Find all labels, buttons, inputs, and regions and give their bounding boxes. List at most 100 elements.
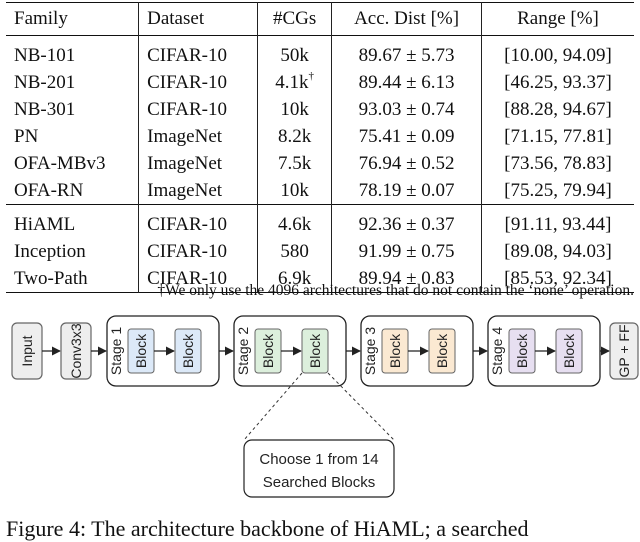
header-range: Range [%] bbox=[480, 2, 634, 36]
cell-acc: 89.44 ± 6.13 bbox=[331, 69, 482, 96]
cell-cgs: 10k bbox=[257, 177, 332, 205]
table-row: NB-201 CIFAR-10 4.1k† 89.44 ± 6.13 [46.2… bbox=[6, 69, 634, 96]
block-label: Block bbox=[387, 333, 403, 368]
header-acc-dist: Acc. Dist [%] bbox=[331, 2, 482, 36]
cell-acc: 91.99 ± 0.75 bbox=[331, 238, 482, 265]
header-dataset: Dataset bbox=[138, 2, 258, 36]
stage-1: Stage 1 Block Block bbox=[106, 315, 220, 387]
stage-3-block-2 bbox=[428, 328, 456, 374]
cell-range: [88.28, 94.67] bbox=[480, 96, 634, 123]
callout-text-line-1: Choose 1 from 14 bbox=[259, 451, 378, 468]
cell-acc: 78.19 ± 0.07 bbox=[331, 177, 482, 205]
architecture-diagram: Input Conv3x3 Stage 1 Block Block Stage … bbox=[11, 315, 639, 498]
cell-dataset: CIFAR-10 bbox=[138, 265, 258, 293]
dagger-mark: † bbox=[308, 69, 315, 82]
cell-family: NB-101 bbox=[14, 44, 76, 66]
cell-dataset: CIFAR-10 bbox=[138, 238, 258, 265]
stage-1-label: Stage 1 bbox=[108, 327, 124, 375]
callout-box bbox=[243, 439, 395, 498]
cell-range: [75.25, 79.94] bbox=[480, 177, 634, 205]
block-label: Block bbox=[514, 333, 530, 368]
block-label: Block bbox=[260, 333, 276, 368]
block-label: Block bbox=[561, 333, 577, 368]
cell-acc: 93.03 ± 0.74 bbox=[331, 96, 482, 123]
block-label: Block bbox=[180, 333, 196, 368]
cell-cgs: 4.1k† bbox=[257, 69, 332, 96]
cell-family: Two-Path bbox=[14, 267, 88, 289]
stage-3: Stage 3 Block Block bbox=[360, 315, 474, 387]
cell-family: OFA-MBv3 bbox=[14, 152, 106, 174]
callout-leader-right bbox=[327, 372, 395, 441]
stage-4: Stage 4 Block Block bbox=[487, 315, 601, 387]
table-group-2: HiAML CIFAR-10 4.6k 92.36 ± 0.37 [91.11,… bbox=[6, 204, 634, 293]
stage-2-label: Stage 2 bbox=[235, 327, 251, 375]
block-choice-callout: Choose 1 from 14 Searched Blocks bbox=[243, 439, 395, 498]
block-label: Block bbox=[133, 333, 149, 368]
block-label: Block bbox=[307, 333, 323, 368]
table-row: HiAML CIFAR-10 4.6k 92.36 ± 0.37 [91.11,… bbox=[6, 204, 634, 238]
block-label: Block bbox=[434, 333, 450, 368]
output-module: GP + FF bbox=[609, 322, 639, 380]
cell-cgs: 8.2k bbox=[257, 123, 332, 150]
cell-range: [71.15, 77.81] bbox=[480, 123, 634, 150]
cell-range: [10.00, 94.09] bbox=[480, 35, 634, 69]
cell-dataset: ImageNet bbox=[138, 123, 258, 150]
cell-family: HiAML bbox=[14, 213, 76, 235]
stage-2-block-2 bbox=[301, 328, 329, 374]
cell-range: [46.25, 93.37] bbox=[480, 69, 634, 96]
header-cgs: #CGs bbox=[257, 2, 332, 36]
cell-acc: 75.41 ± 0.09 bbox=[331, 123, 482, 150]
table-row: Two-Path CIFAR-10 6.9k 89.94 ± 0.83 [85.… bbox=[6, 265, 634, 293]
cell-family: NB-301 bbox=[14, 98, 76, 120]
table-row: NB-301 CIFAR-10 10k 93.03 ± 0.74 [88.28,… bbox=[6, 96, 634, 123]
stage-4-block-2 bbox=[555, 328, 583, 374]
cell-cgs: 50k bbox=[257, 35, 332, 69]
table-row: OFA-MBv3 ImageNet 7.5k 76.94 ± 0.52 [73.… bbox=[6, 150, 634, 177]
cell-cgs: 10k bbox=[257, 96, 332, 123]
stage-4-label: Stage 4 bbox=[489, 327, 505, 375]
cell-family: NB-201 bbox=[14, 71, 76, 93]
cell-range: [85.53, 92.34] bbox=[480, 265, 634, 293]
cell-family: OFA-RN bbox=[14, 179, 84, 201]
cgs-value: 4.1k bbox=[275, 71, 309, 93]
cell-acc: 89.67 ± 5.73 bbox=[331, 35, 482, 69]
benchmark-table: Family Dataset #CGs Acc. Dist [%] Range … bbox=[6, 2, 634, 293]
cell-dataset: CIFAR-10 bbox=[138, 35, 258, 69]
figure-caption: Figure 4: The architecture backbone of H… bbox=[6, 516, 529, 541]
cell-family: PN bbox=[14, 125, 39, 147]
cell-acc: 89.94 ± 0.83 bbox=[331, 265, 482, 293]
input-module: Input bbox=[11, 322, 43, 380]
cell-acc: 76.94 ± 0.52 bbox=[331, 150, 482, 177]
table-row: PN ImageNet 8.2k 75.41 ± 0.09 [71.15, 77… bbox=[6, 123, 634, 150]
cell-range: [73.56, 78.83] bbox=[480, 150, 634, 177]
output-label: GP + FF bbox=[616, 324, 632, 377]
table-footnote: †We only use the 4096 architectures that… bbox=[157, 282, 634, 299]
input-label: Input bbox=[19, 335, 35, 366]
callout-text-line-2: Searched Blocks bbox=[263, 474, 376, 491]
output-box bbox=[609, 322, 639, 380]
table-row: NB-101 CIFAR-10 50k 89.67 ± 5.73 [10.00,… bbox=[6, 35, 634, 69]
table-group-1: NB-101 CIFAR-10 50k 89.67 ± 5.73 [10.00,… bbox=[6, 35, 634, 205]
callout-leader-left bbox=[243, 372, 303, 441]
cell-acc: 92.36 ± 0.37 bbox=[331, 204, 482, 238]
cell-range: [91.11, 93.44] bbox=[480, 204, 634, 238]
cell-dataset: CIFAR-10 bbox=[138, 204, 258, 238]
table-row: Inception CIFAR-10 580 91.99 ± 0.75 [89.… bbox=[6, 238, 634, 265]
conv-label: Conv3x3 bbox=[68, 323, 84, 378]
table-row: OFA-RN ImageNet 10k 78.19 ± 0.07 [75.25,… bbox=[6, 177, 634, 205]
cell-range: [89.08, 94.03] bbox=[480, 238, 634, 265]
cell-cgs: 4.6k bbox=[257, 204, 332, 238]
stage-1-block-2 bbox=[174, 328, 202, 374]
cell-dataset: CIFAR-10 bbox=[138, 69, 258, 96]
cell-dataset: CIFAR-10 bbox=[138, 96, 258, 123]
stage-2: Stage 2 Block Block bbox=[233, 315, 347, 387]
cell-cgs: 580 bbox=[257, 238, 332, 265]
cell-cgs: 7.5k bbox=[257, 150, 332, 177]
table-header-row: Family Dataset #CGs Acc. Dist [%] Range … bbox=[6, 2, 634, 36]
cell-cgs: 6.9k bbox=[257, 265, 332, 293]
conv-module: Conv3x3 bbox=[60, 322, 92, 380]
stage-3-label: Stage 3 bbox=[362, 327, 378, 375]
cell-dataset: ImageNet bbox=[138, 150, 258, 177]
header-family: Family bbox=[14, 8, 68, 29]
cell-dataset: ImageNet bbox=[138, 177, 258, 205]
